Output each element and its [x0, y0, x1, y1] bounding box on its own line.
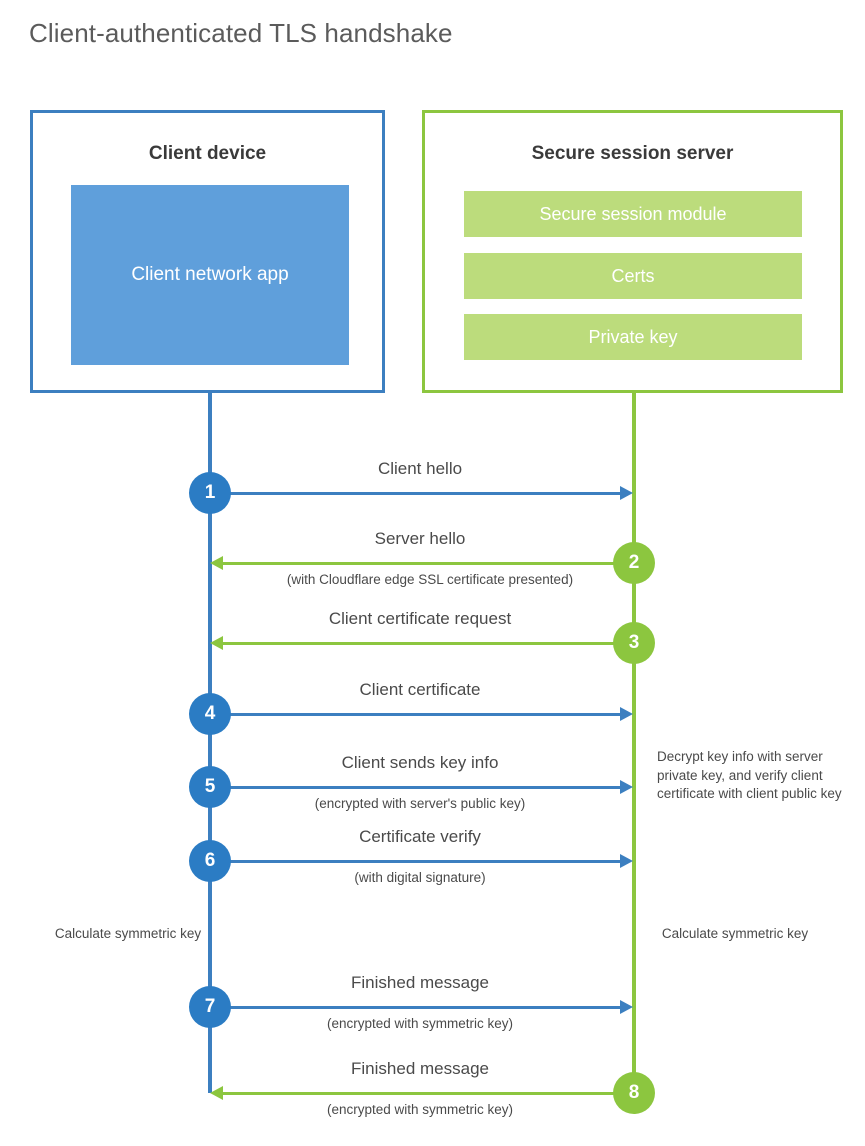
secure-session-server-title: Secure session server: [531, 143, 734, 164]
message-line-5: [210, 786, 620, 789]
arrow-head-right-icon: [620, 780, 633, 794]
message-label-7: Finished message: [351, 973, 489, 992]
message-line-6: [210, 860, 620, 863]
client-device-box: Client device Client network app: [30, 110, 385, 393]
secure-session-server-box: Secure session server Secure session mod…: [422, 110, 843, 393]
step-badge-8: 8: [613, 1072, 655, 1114]
arrow-head-left-icon: [210, 636, 223, 650]
message-sublabel-8: (encrypted with symmetric key): [326, 1102, 514, 1117]
step-badge-7: 7: [189, 986, 231, 1028]
message-line-4: [210, 713, 620, 716]
arrow-head-left-icon: [210, 556, 223, 570]
step-badge-1: 1: [189, 472, 231, 514]
message-sublabel-2: (with Cloudflare edge SSL certificate pr…: [286, 572, 574, 587]
message-line-2: [223, 562, 633, 565]
server-module-secure-session-module: Secure session module: [464, 191, 802, 237]
server-module-private-key: Private key: [464, 314, 802, 360]
page-title: Client-authenticated TLS handshake: [29, 18, 453, 48]
message-line-3: [223, 642, 633, 645]
message-label-4: Client certificate: [359, 680, 481, 699]
message-line-1: [210, 492, 620, 495]
client-lifeline: [208, 393, 212, 1093]
client-device-title: Client device: [148, 143, 267, 164]
server-lifeline: [632, 393, 636, 1093]
note-server-calculate-symmetric-key: Calculate symmetric key: [661, 926, 809, 941]
arrow-head-right-icon: [620, 486, 633, 500]
note-client-calculate-symmetric-key: Calculate symmetric key: [54, 926, 202, 941]
step-badge-5: 5: [189, 766, 231, 808]
step-badge-3: 3: [613, 622, 655, 664]
arrow-head-right-icon: [620, 707, 633, 721]
message-label-2: Server hello: [374, 529, 466, 548]
message-label-1: Client hello: [377, 459, 463, 478]
message-label-3: Client certificate request: [328, 609, 512, 628]
message-label-5: Client sends key info: [341, 753, 499, 772]
client-network-app-block: Client network app: [71, 185, 349, 365]
message-label-6: Certificate verify: [359, 827, 481, 846]
note-decrypt-key-info: Decrypt key info with server private key…: [657, 749, 842, 802]
arrow-head-left-icon: [210, 1086, 223, 1100]
message-line-8: [223, 1092, 633, 1095]
arrow-head-right-icon: [620, 1000, 633, 1014]
message-label-8: Finished message: [351, 1059, 489, 1078]
server-module-certs: Certs: [464, 253, 802, 299]
message-sublabel-7: (encrypted with symmetric key): [326, 1016, 514, 1031]
arrow-head-right-icon: [620, 854, 633, 868]
step-badge-4: 4: [189, 693, 231, 735]
message-sublabel-6: (with digital signature): [354, 870, 486, 885]
step-badge-2: 2: [613, 542, 655, 584]
message-sublabel-5: (encrypted with server's public key): [314, 796, 526, 811]
message-line-7: [210, 1006, 620, 1009]
step-badge-6: 6: [189, 840, 231, 882]
